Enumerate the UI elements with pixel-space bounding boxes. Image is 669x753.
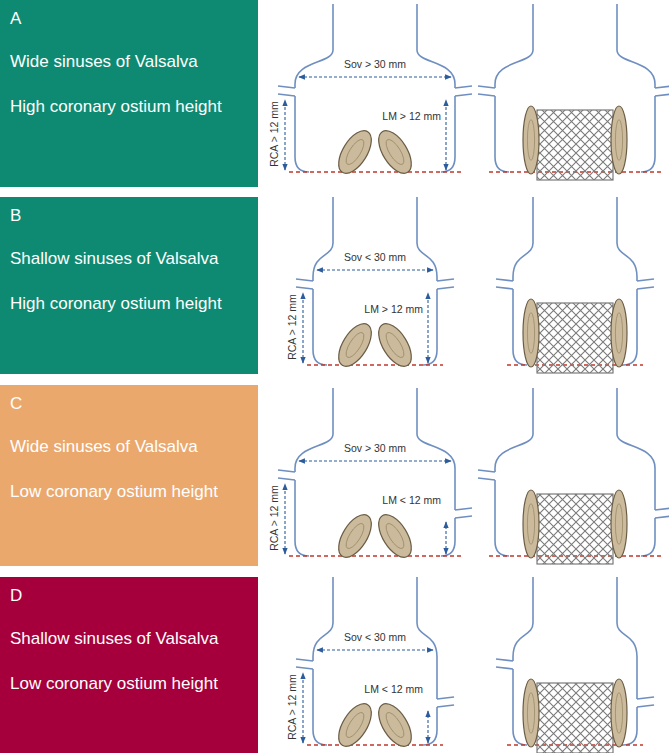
panel-letter: C [10,393,248,414]
dimension-label: Sov > 30 mm [344,58,406,70]
category-text: Low coronary ostium height [10,673,248,694]
dimension-label: LM > 12 mm [382,110,441,122]
dimension-label: Sov > 30 mm [344,442,406,454]
category-band: B Shallow sinuses of ValsalvaHigh coronar… [0,197,258,374]
category-text: Shallow sinuses of Valsalva [10,628,248,649]
category-text: Shallow sinuses of Valsalva [10,248,248,269]
dimension-label: LM > 12 mm [364,303,423,315]
category-band: D Shallow sinuses of ValsalvaLow coronary… [0,577,258,753]
panel-letter: B [10,205,248,226]
dimension-label: RCA > 12 mm [268,485,280,551]
category-text: Low coronary ostium height [10,481,248,502]
dimension-label: Sov < 30 mm [344,631,406,643]
dimension-label: RCA > 12 mm [286,294,298,360]
category-text: High coronary ostium height [10,293,248,314]
dimension-label: Sov < 30 mm [344,251,406,263]
dimension-label: LM < 12 mm [364,683,423,695]
panel-letter: D [10,585,248,606]
category-text: High coronary ostium height [10,96,248,117]
dimension-label: RCA > 12 mm [268,101,280,167]
category-text: Wide sinuses of Valsalva [10,51,248,72]
category-band: C Wide sinuses of ValsalvaLow coronary os… [0,385,258,566]
panel-letter: A [10,8,248,29]
dimension-label: LM < 12 mm [382,494,441,506]
category-text: Wide sinuses of Valsalva [10,436,248,457]
dimension-label: RCA > 12 mm [286,674,298,740]
category-band: A Wide sinuses of ValsalvaHigh coronary o… [0,0,258,187]
